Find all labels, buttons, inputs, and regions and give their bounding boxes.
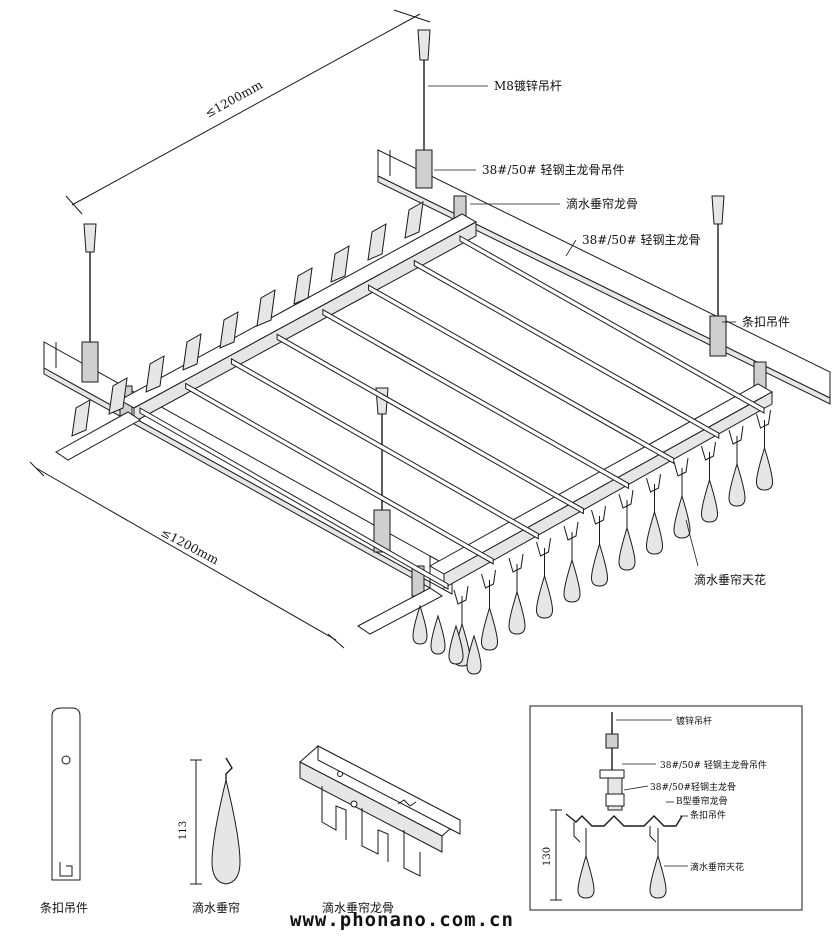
drip-panel-hook <box>673 457 689 477</box>
detail-drip-curtain: 113 滴水垂帘 <box>178 757 241 915</box>
drip-panel-drop <box>673 494 691 539</box>
drip-panels-back <box>71 201 424 437</box>
drip-panel-back <box>71 399 91 437</box>
drip-panel-drop <box>430 614 446 655</box>
label-clip-hanger: 条扣吊件 <box>742 315 790 329</box>
drip-panel-hook <box>481 569 496 589</box>
drip-panel-hook <box>618 489 634 509</box>
sec-label-main-hanger: 38#/50# 轻钢主龙骨吊件 <box>660 759 767 771</box>
drip-panel-hook <box>508 553 524 573</box>
label-curtain-keel: 滴水垂帘龙骨 <box>566 196 638 211</box>
sec-label-b-keel: B型垂帘龙骨 <box>676 795 728 807</box>
drip-panel-back <box>367 223 387 261</box>
drip-panel-back <box>256 289 276 327</box>
drip-panel-drop <box>645 510 664 555</box>
ceiling-strip <box>368 284 675 465</box>
top-dimension: ≤1200mm <box>65 9 431 215</box>
label-main-hanger: 38#/50# 轻钢主龙骨吊件 <box>482 163 625 177</box>
drip-panel-back <box>330 245 350 283</box>
drip-panel-drop <box>508 590 526 635</box>
drip-panel-drop <box>563 558 581 603</box>
detail-curtain-keel: 滴水垂帘龙骨 <box>299 745 461 915</box>
dim-130: 130 <box>542 847 553 866</box>
ceiling-strip <box>459 235 765 414</box>
drip-panel-drop <box>466 634 482 675</box>
ceiling-strip <box>185 382 494 565</box>
detail-clip-hanger: 条扣吊件 <box>40 707 88 915</box>
drip-panel-drop <box>755 446 774 491</box>
drip-panel-hook <box>591 505 606 525</box>
caption-clip-hanger: 条扣吊件 <box>40 901 88 915</box>
drip-panel-drop <box>448 624 464 665</box>
label-curtain-ceiling: 滴水垂帘天花 <box>694 572 766 587</box>
ceiling-strip <box>139 407 449 590</box>
sec-label-clip-hanger: 条扣吊件 <box>690 809 726 821</box>
drip-panel-back <box>108 377 128 415</box>
section-detail-box: 130 镀锌吊杆 38#/50# 轻钢主龙骨吊件 38#/50#轻钢主龙骨 B型… <box>529 705 803 911</box>
drip-panels-front <box>412 409 774 675</box>
caption-curtain-keel: 滴水垂帘龙骨 <box>322 900 394 915</box>
drip-panel-hook <box>701 441 716 461</box>
sec-label-curtain-ceiling: 滴水垂帘天花 <box>690 861 744 873</box>
drip-panel-hook <box>756 409 771 429</box>
dim-113: 113 <box>178 821 189 840</box>
drip-panel-back <box>145 355 165 393</box>
drip-panel-drop <box>700 478 719 523</box>
drip-panel-back <box>293 267 313 305</box>
ceiling-strip <box>276 333 584 515</box>
curtain-keels <box>55 213 774 635</box>
sec-label-main-keel: 38#/50#轻钢主龙骨 <box>650 781 736 793</box>
drip-panel-hook <box>646 473 661 493</box>
website-url: www.phonano.com.cn <box>290 909 514 931</box>
ceiling-strips <box>139 235 765 590</box>
label-rod: M8镀锌吊杆 <box>494 79 562 93</box>
drip-panel-drop <box>535 574 554 619</box>
drip-panel-drop <box>590 542 609 587</box>
ceiling-strip <box>230 357 539 540</box>
drip-panel-drop <box>480 606 499 651</box>
label-main-keel: 38#/50# 轻钢主龙骨 <box>582 233 701 247</box>
drip-panel-hook <box>453 585 469 605</box>
caption-drip-curtain: 滴水垂帘 <box>192 900 240 915</box>
drip-panel-hook <box>728 425 744 445</box>
drip-panel-hook <box>536 537 551 557</box>
drip-panel-back <box>182 333 202 371</box>
left-span-label: ≤1200mm <box>159 525 222 567</box>
drip-panel-back <box>404 201 424 239</box>
main-leaders: M8镀锌吊杆 38#/50# 轻钢主龙骨吊件 滴水垂帘龙骨 38#/50# 轻钢… <box>428 79 790 587</box>
ceiling-strip <box>322 308 630 490</box>
drip-panel-drop <box>412 604 428 645</box>
drip-panel-drop <box>728 462 746 507</box>
drip-panel-drop <box>618 526 636 571</box>
drip-panel-hook <box>563 521 579 541</box>
ceiling-strip <box>413 259 720 440</box>
drip-panel-back <box>219 311 239 349</box>
sec-label-rod: 镀锌吊杆 <box>676 715 712 727</box>
top-span-label: ≤1200mm <box>203 77 266 120</box>
